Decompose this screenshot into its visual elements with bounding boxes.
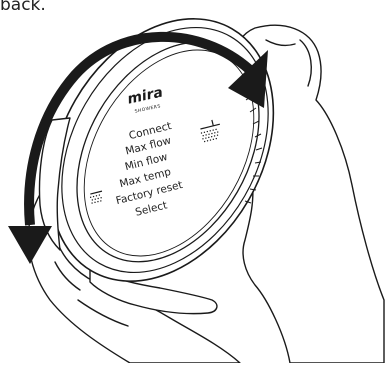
caption-text: back. <box>0 0 46 14</box>
